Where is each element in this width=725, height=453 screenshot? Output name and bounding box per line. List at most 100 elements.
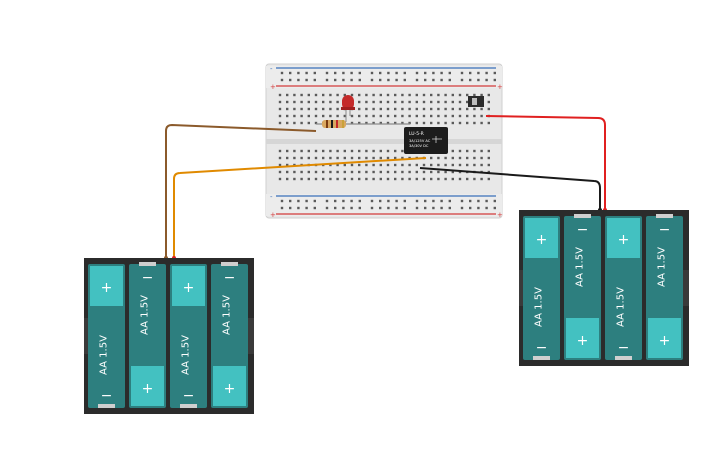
breadboard-hole[interactable]: [336, 177, 339, 181]
breadboard-hole[interactable]: [451, 114, 454, 118]
breadboard-hole[interactable]: [401, 149, 404, 153]
breadboard-hole[interactable]: [437, 100, 440, 104]
breadboard-hole[interactable]: [278, 121, 282, 125]
breadboard-hole[interactable]: [458, 163, 462, 167]
breadboard-hole[interactable]: [448, 206, 451, 210]
breadboard-hole[interactable]: [314, 156, 318, 160]
breadboard-hole[interactable]: [422, 93, 426, 97]
breadboard-hole[interactable]: [451, 100, 454, 104]
breadboard-hole[interactable]: [487, 163, 490, 167]
breadboard-hole[interactable]: [314, 93, 318, 97]
breadboard-hole[interactable]: [336, 107, 339, 111]
breadboard-hole[interactable]: [307, 149, 310, 153]
breadboard-hole[interactable]: [473, 114, 476, 118]
breadboard-hole[interactable]: [437, 93, 440, 97]
breadboard-hole[interactable]: [387, 78, 390, 82]
breadboard[interactable]: + + + + - -: [265, 63, 503, 219]
breadboard-hole[interactable]: [350, 149, 354, 153]
breadboard-hole[interactable]: [485, 199, 488, 203]
breadboard-hole[interactable]: [358, 206, 361, 210]
breadboard-hole[interactable]: [408, 177, 411, 181]
breadboard-hole[interactable]: [313, 206, 316, 210]
breadboard-hole[interactable]: [403, 71, 406, 75]
breadboard-hole[interactable]: [451, 121, 454, 125]
breadboard-hole[interactable]: [460, 78, 464, 82]
breadboard-hole[interactable]: [493, 78, 496, 82]
breadboard-hole[interactable]: [466, 177, 469, 181]
breadboard-hole[interactable]: [408, 100, 411, 104]
breadboard-hole[interactable]: [493, 71, 496, 75]
brown-wire[interactable]: [165, 123, 317, 258]
breadboard-hole[interactable]: [372, 107, 375, 111]
breadboard-hole[interactable]: [401, 107, 404, 111]
breadboard-hole[interactable]: [365, 156, 368, 160]
breadboard-hole[interactable]: [448, 199, 451, 203]
breadboard-hole[interactable]: [365, 100, 368, 104]
breadboard-hole[interactable]: [365, 93, 368, 97]
breadboard-hole[interactable]: [372, 177, 375, 181]
breadboard-hole[interactable]: [444, 163, 447, 167]
breadboard-hole[interactable]: [473, 93, 476, 97]
breadboard-hole[interactable]: [477, 78, 480, 82]
breadboard-hole[interactable]: [401, 177, 404, 181]
breadboard-hole[interactable]: [444, 93, 447, 97]
breadboard-hole[interactable]: [415, 78, 419, 82]
breadboard-hole[interactable]: [350, 177, 354, 181]
breadboard-hole[interactable]: [342, 199, 345, 203]
breadboard-hole[interactable]: [477, 206, 480, 210]
breadboard-hole[interactable]: [307, 121, 310, 125]
breadboard-hole[interactable]: [430, 107, 433, 111]
breadboard-hole[interactable]: [415, 170, 418, 174]
breadboard-hole[interactable]: [458, 170, 462, 174]
breadboard-hole[interactable]: [372, 163, 375, 167]
battery-cell[interactable]: +−AA 1.5V: [605, 216, 642, 360]
breadboard-hole[interactable]: [430, 100, 433, 104]
breadboard-hole[interactable]: [293, 107, 296, 111]
breadboard-hole[interactable]: [458, 114, 462, 118]
breadboard-hole[interactable]: [458, 149, 462, 153]
breadboard-hole[interactable]: [350, 156, 354, 160]
breadboard-hole[interactable]: [460, 71, 464, 75]
breadboard-hole[interactable]: [370, 199, 374, 203]
breadboard-hole[interactable]: [358, 100, 361, 104]
breadboard-hole[interactable]: [403, 78, 406, 82]
breadboard-hole[interactable]: [305, 199, 308, 203]
orange-wire[interactable]: [173, 157, 427, 258]
breadboard-hole[interactable]: [329, 149, 332, 153]
breadboard-hole[interactable]: [322, 170, 325, 174]
breadboard-hole[interactable]: [415, 163, 418, 167]
breadboard-hole[interactable]: [365, 107, 368, 111]
breadboard-hole[interactable]: [365, 121, 368, 125]
breadboard-hole[interactable]: [480, 177, 483, 181]
breadboard-hole[interactable]: [473, 149, 476, 153]
breadboard-hole[interactable]: [424, 71, 427, 75]
breadboard-hole[interactable]: [293, 156, 296, 160]
breadboard-hole[interactable]: [451, 93, 454, 97]
black-wire[interactable]: [419, 167, 601, 210]
breadboard-hole[interactable]: [379, 170, 382, 174]
breadboard-hole[interactable]: [297, 71, 300, 75]
breadboard-hole[interactable]: [487, 177, 490, 181]
breadboard-hole[interactable]: [286, 170, 289, 174]
breadboard-hole[interactable]: [365, 114, 368, 118]
breadboard-hole[interactable]: [469, 71, 472, 75]
breadboard-hole[interactable]: [451, 163, 454, 167]
breadboard-hole[interactable]: [379, 100, 382, 104]
breadboard-hole[interactable]: [278, 163, 282, 167]
breadboard-hole[interactable]: [394, 114, 397, 118]
breadboard-hole[interactable]: [293, 177, 296, 181]
breadboard-hole[interactable]: [387, 71, 390, 75]
breadboard-hole[interactable]: [466, 100, 469, 104]
breadboard-hole[interactable]: [322, 156, 325, 160]
breadboard-hole[interactable]: [394, 93, 397, 97]
breadboard-hole[interactable]: [300, 170, 303, 174]
breadboard-hole[interactable]: [386, 156, 390, 160]
breadboard-hole[interactable]: [325, 71, 329, 75]
breadboard-hole[interactable]: [322, 100, 325, 104]
breadboard-hole[interactable]: [408, 114, 411, 118]
breadboard-hole[interactable]: [343, 149, 346, 153]
breadboard-hole[interactable]: [314, 149, 318, 153]
breadboard-hole[interactable]: [451, 177, 454, 181]
breadboard-hole[interactable]: [322, 93, 325, 97]
breadboard-hole[interactable]: [286, 121, 289, 125]
